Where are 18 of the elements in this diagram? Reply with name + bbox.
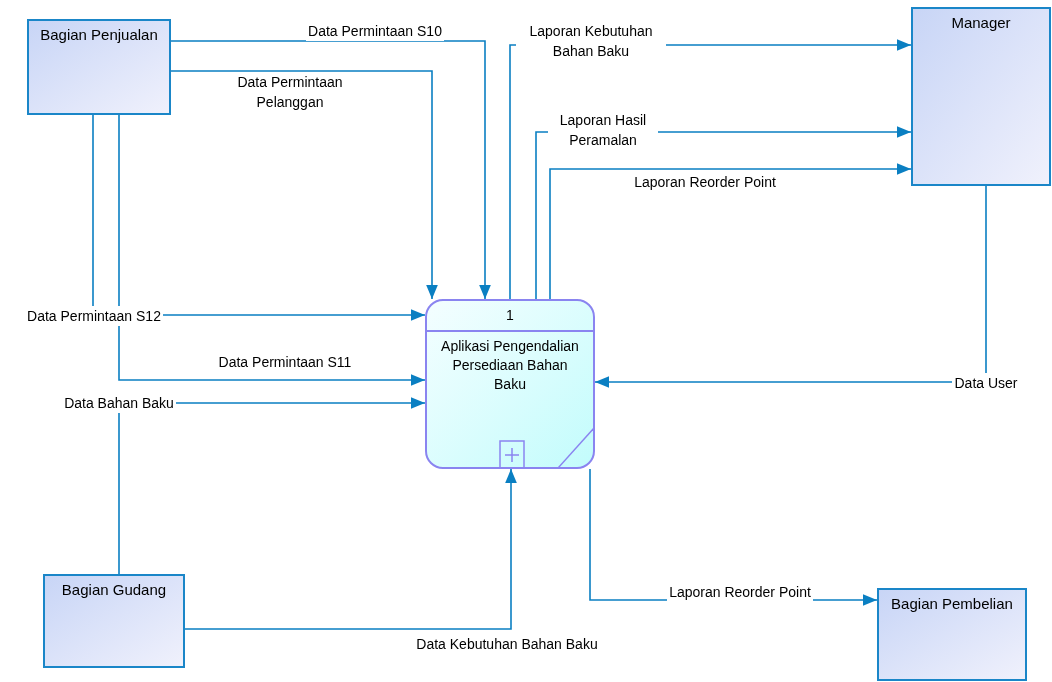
external-entity-box bbox=[27, 19, 171, 115]
process-box bbox=[425, 299, 595, 469]
edge-label: Data Permintaan S12 bbox=[25, 306, 163, 326]
external-entity-box bbox=[43, 574, 185, 668]
data-flow-arrow bbox=[170, 70, 438, 300]
data-flow-arrow bbox=[549, 163, 912, 300]
entity-name: Bagian Pembelian bbox=[890, 594, 1014, 614]
data-flow-arrow bbox=[170, 40, 491, 300]
entity-name: Manager bbox=[950, 13, 1012, 33]
process-name: Aplikasi Pengendalian Persediaan Bahan Baku bbox=[440, 337, 580, 394]
data-flow-arrow bbox=[594, 185, 987, 388]
entity-name: Bagian Gudang bbox=[60, 580, 168, 600]
data-flow-arrow bbox=[118, 114, 426, 386]
external-entity-box bbox=[877, 588, 1027, 681]
external-entity-box bbox=[911, 7, 1051, 186]
process-number: 1 bbox=[506, 306, 514, 325]
entity-name: Bagian Penjualan bbox=[39, 25, 159, 45]
data-flow-arrow bbox=[184, 468, 517, 630]
